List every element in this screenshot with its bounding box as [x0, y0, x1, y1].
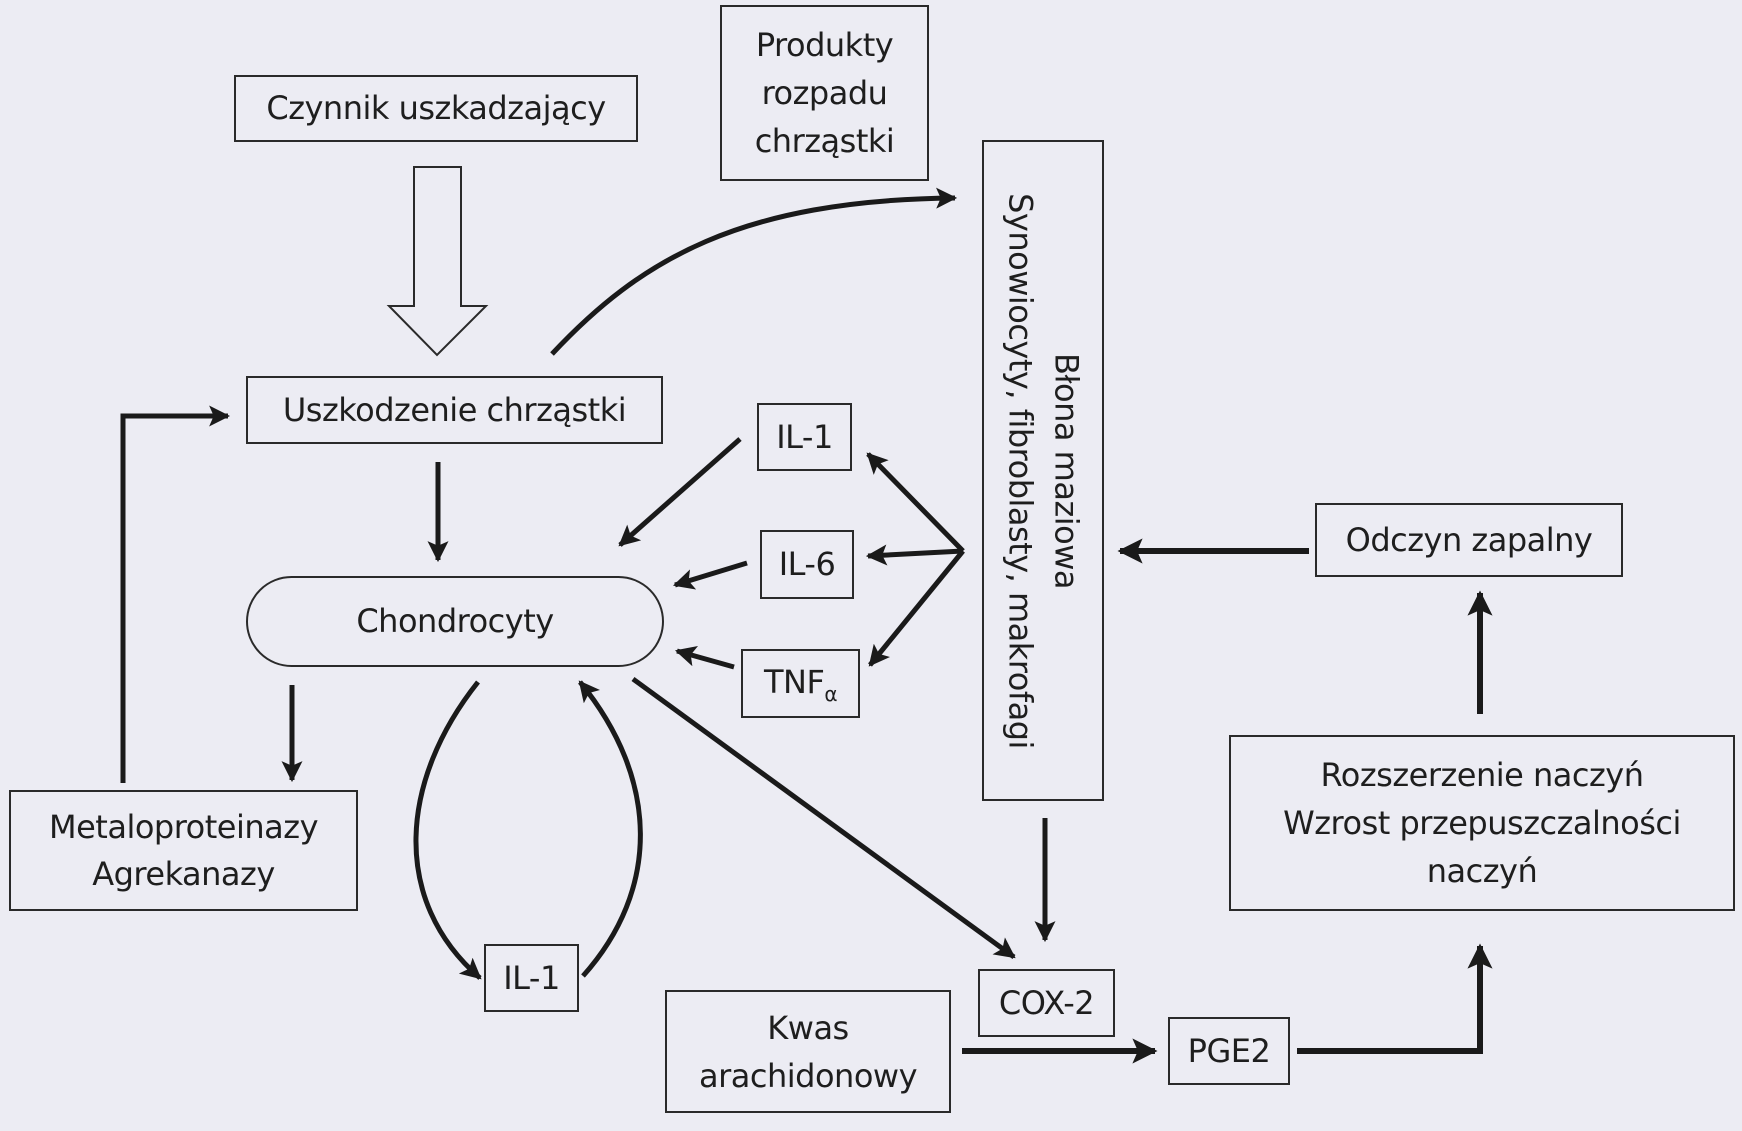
node-label: Chondrocyty [356, 602, 554, 641]
node-label-line: Produkty [755, 26, 894, 64]
node-odczyn-zapalny: Odczyn zapalny [1315, 503, 1623, 577]
edge-il1-to-chondrocyty [618, 437, 742, 547]
node-label: IL-6 [778, 545, 836, 584]
node-produkty-rozpadu: Produkty rozpadu chrząstki [720, 5, 929, 181]
node-pge2: PGE2 [1168, 1017, 1290, 1085]
node-label: Czynnik uszkadzający [266, 89, 606, 128]
node-cox2: COX-2 [978, 969, 1115, 1037]
tnf-text: TNF [763, 662, 825, 701]
edge-pge2-to-rozszerzenie [1297, 943, 1493, 1054]
edge-blona-to-il1 [866, 452, 965, 553]
node-uszkodzenie-chrzastki: Uszkodzenie chrząstki [246, 376, 663, 444]
edge-chondrocyty-to-il1-bottom [413, 680, 482, 980]
edge-tnf-to-chondrocyty [674, 645, 735, 670]
node-label: COX-2 [998, 983, 1095, 1022]
node-label-line: Agrekanazy [92, 854, 275, 893]
node-label-line: Wzrost przepuszczalności [1283, 804, 1681, 842]
node-il1-top: IL-1 [757, 403, 852, 471]
node-metaloproteinazy-agrekanazy: Metaloproteinazy Agrekanazy [9, 790, 358, 911]
edge-metaloproteinazy-to-uszkodzenie [120, 405, 231, 783]
node-label: IL-1 [503, 958, 560, 997]
node-rozszerzenie-naczyn: Rozszerzenie naczyń Wzrost przepuszczaln… [1229, 735, 1735, 911]
node-label: PGE2 [1187, 1031, 1271, 1070]
edge-il1-bottom-to-chondrocyty [578, 680, 643, 978]
edge-blona-to-il6 [865, 544, 964, 566]
edge-czynnik-to-uszkodzenie [386, 166, 489, 357]
node-label-line: rozpadu [761, 74, 888, 112]
edge-blona-to-tnf [868, 549, 965, 667]
node-chondrocyty: Chondrocyty [246, 576, 664, 667]
node-label-line: Rozszerzenie naczyń [1320, 756, 1645, 794]
node-il1-bottom: IL-1 [484, 944, 579, 1012]
node-kwas-arachidonowy: Kwas arachidonowy [665, 990, 951, 1113]
node-label-line: Błona maziowa [1047, 352, 1086, 589]
node-tnf-alpha: TNFα [741, 649, 860, 718]
node-label: Odczyn zapalny [1345, 520, 1593, 559]
node-label: IL-1 [776, 417, 833, 456]
tnf-subscript: α [824, 681, 838, 706]
node-label-line: Metaloproteinazy [48, 808, 319, 847]
node-label-line: Kwas [767, 1008, 849, 1047]
node-label-line: naczyń [1426, 852, 1538, 890]
node-label: TNFα [763, 660, 838, 708]
node-label-rotated: Błona maziowa Synowiocyty, fibroblasty, … [997, 193, 1090, 749]
node-label-line: arachidonowy [699, 1056, 918, 1095]
node-blona-maziowa: Błona maziowa Synowiocyty, fibroblasty, … [982, 140, 1104, 801]
node-il6: IL-6 [760, 530, 854, 599]
node-label-line: chrząstki [754, 122, 895, 160]
edge-il6-to-chondrocyty [672, 560, 748, 590]
node-czynnik-uszkadzajacy: Czynnik uszkadzający [234, 75, 638, 142]
edge-uszkodzenie-to-blona [550, 187, 958, 356]
node-label: Uszkodzenie chrząstki [282, 390, 627, 429]
node-label-line: Synowiocyty, fibroblasty, makrofagi [1001, 192, 1039, 749]
edge-chondrocyty-to-cox2 [631, 676, 1016, 960]
